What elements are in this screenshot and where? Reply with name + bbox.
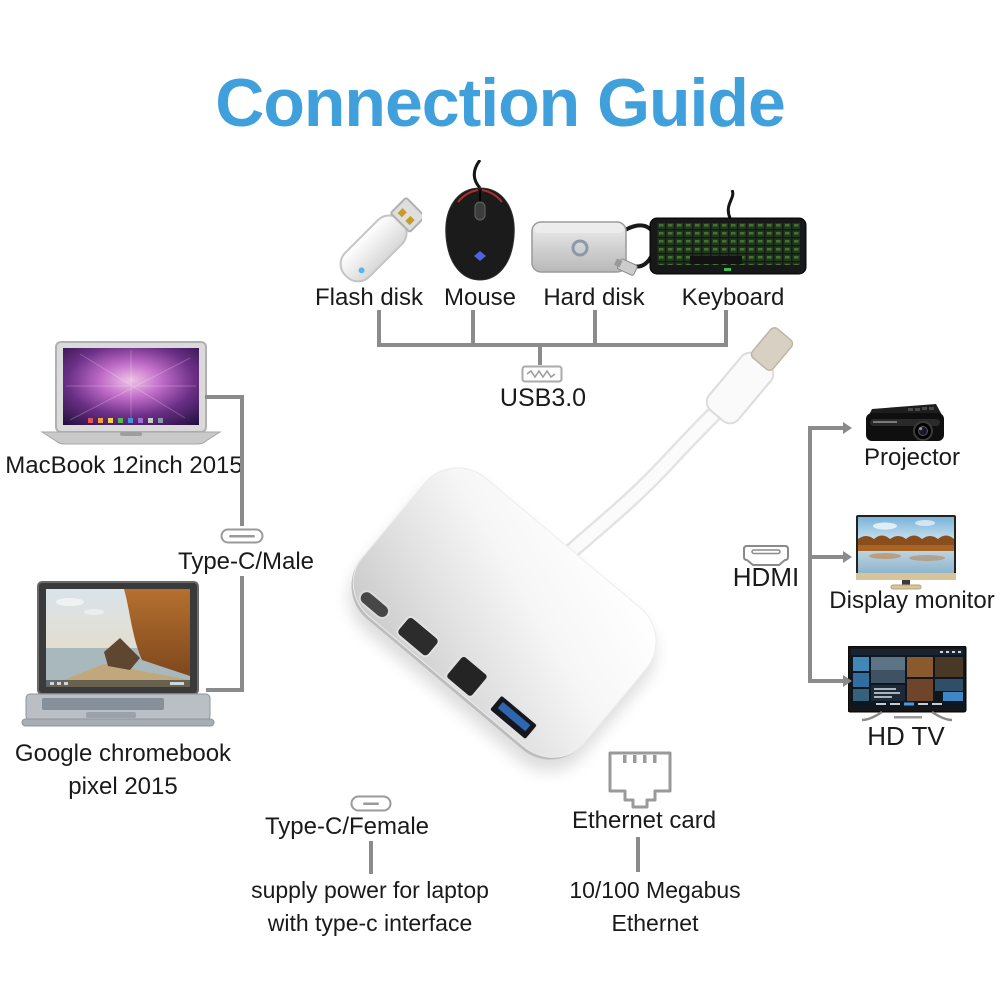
power-note-line1: supply power for laptop xyxy=(251,877,489,903)
hd-tv-label: HD TV xyxy=(867,721,945,751)
mouse-image xyxy=(445,160,515,281)
connector-line xyxy=(471,310,475,347)
hub-ethernet-port xyxy=(445,655,488,697)
connector-line xyxy=(240,395,244,526)
connector-line xyxy=(377,343,728,347)
connector-line xyxy=(538,347,542,365)
connector-line xyxy=(808,426,812,683)
connector-line xyxy=(812,679,844,683)
connector-line xyxy=(812,555,844,559)
chromebook-label-line2: pixel 2015 xyxy=(68,773,178,800)
connector-line xyxy=(240,576,244,692)
connector-line xyxy=(205,395,244,399)
ethernet-note-line1: 10/100 Megabus xyxy=(569,877,741,903)
arrowhead xyxy=(843,675,852,687)
usb-c-female-icon xyxy=(350,795,392,812)
connector-line xyxy=(724,310,728,347)
flash-disk-label: Flash disk xyxy=(314,284,424,311)
hd-tv-image xyxy=(848,646,967,722)
chromebook-label-line1: Google chromebook xyxy=(14,740,232,767)
typec-male-label: Type-C/Male xyxy=(177,548,315,575)
connector-line xyxy=(206,688,244,692)
connector-line xyxy=(369,841,373,874)
macbook-label: MacBook 12inch 2015 xyxy=(5,452,243,479)
display-monitor-image xyxy=(856,515,956,590)
usb-c-male-icon xyxy=(220,528,264,544)
ethernet-card-label: Ethernet card xyxy=(571,807,717,834)
hdmi-port-icon xyxy=(743,545,789,566)
connector-line xyxy=(377,310,381,347)
projector-image xyxy=(866,404,944,441)
power-note-line2: with type-c interface xyxy=(267,910,473,936)
connector-line xyxy=(808,426,844,430)
typec-female-label: Type-C/Female xyxy=(264,813,430,840)
flash-disk-image xyxy=(339,197,422,283)
usb3-port-label: USB3.0 xyxy=(499,384,587,412)
projector-label: Projector xyxy=(863,444,961,471)
rj45-ethernet-icon xyxy=(608,751,672,809)
mouse-label: Mouse xyxy=(443,284,517,311)
keyboard-image xyxy=(649,190,807,275)
keyboard-label: Keyboard xyxy=(681,284,785,311)
usb-a-port-icon xyxy=(521,365,563,383)
connector-line xyxy=(636,837,640,872)
hard-disk-image xyxy=(531,221,658,276)
arrowhead xyxy=(843,422,852,434)
ethernet-note-line2: Ethernet xyxy=(611,910,699,936)
display-monitor-label: Display monitor xyxy=(829,587,995,614)
hdmi-label: HDMI xyxy=(732,562,800,592)
page-title: Connection Guide xyxy=(215,65,786,141)
chromebook-image xyxy=(21,581,215,727)
macbook-image xyxy=(40,341,222,445)
arrowhead xyxy=(843,551,852,563)
hard-disk-label: Hard disk xyxy=(543,284,645,311)
usb-c-connector-tip xyxy=(750,327,794,371)
hub-type-c-port xyxy=(358,589,391,620)
connector-line xyxy=(593,310,597,347)
